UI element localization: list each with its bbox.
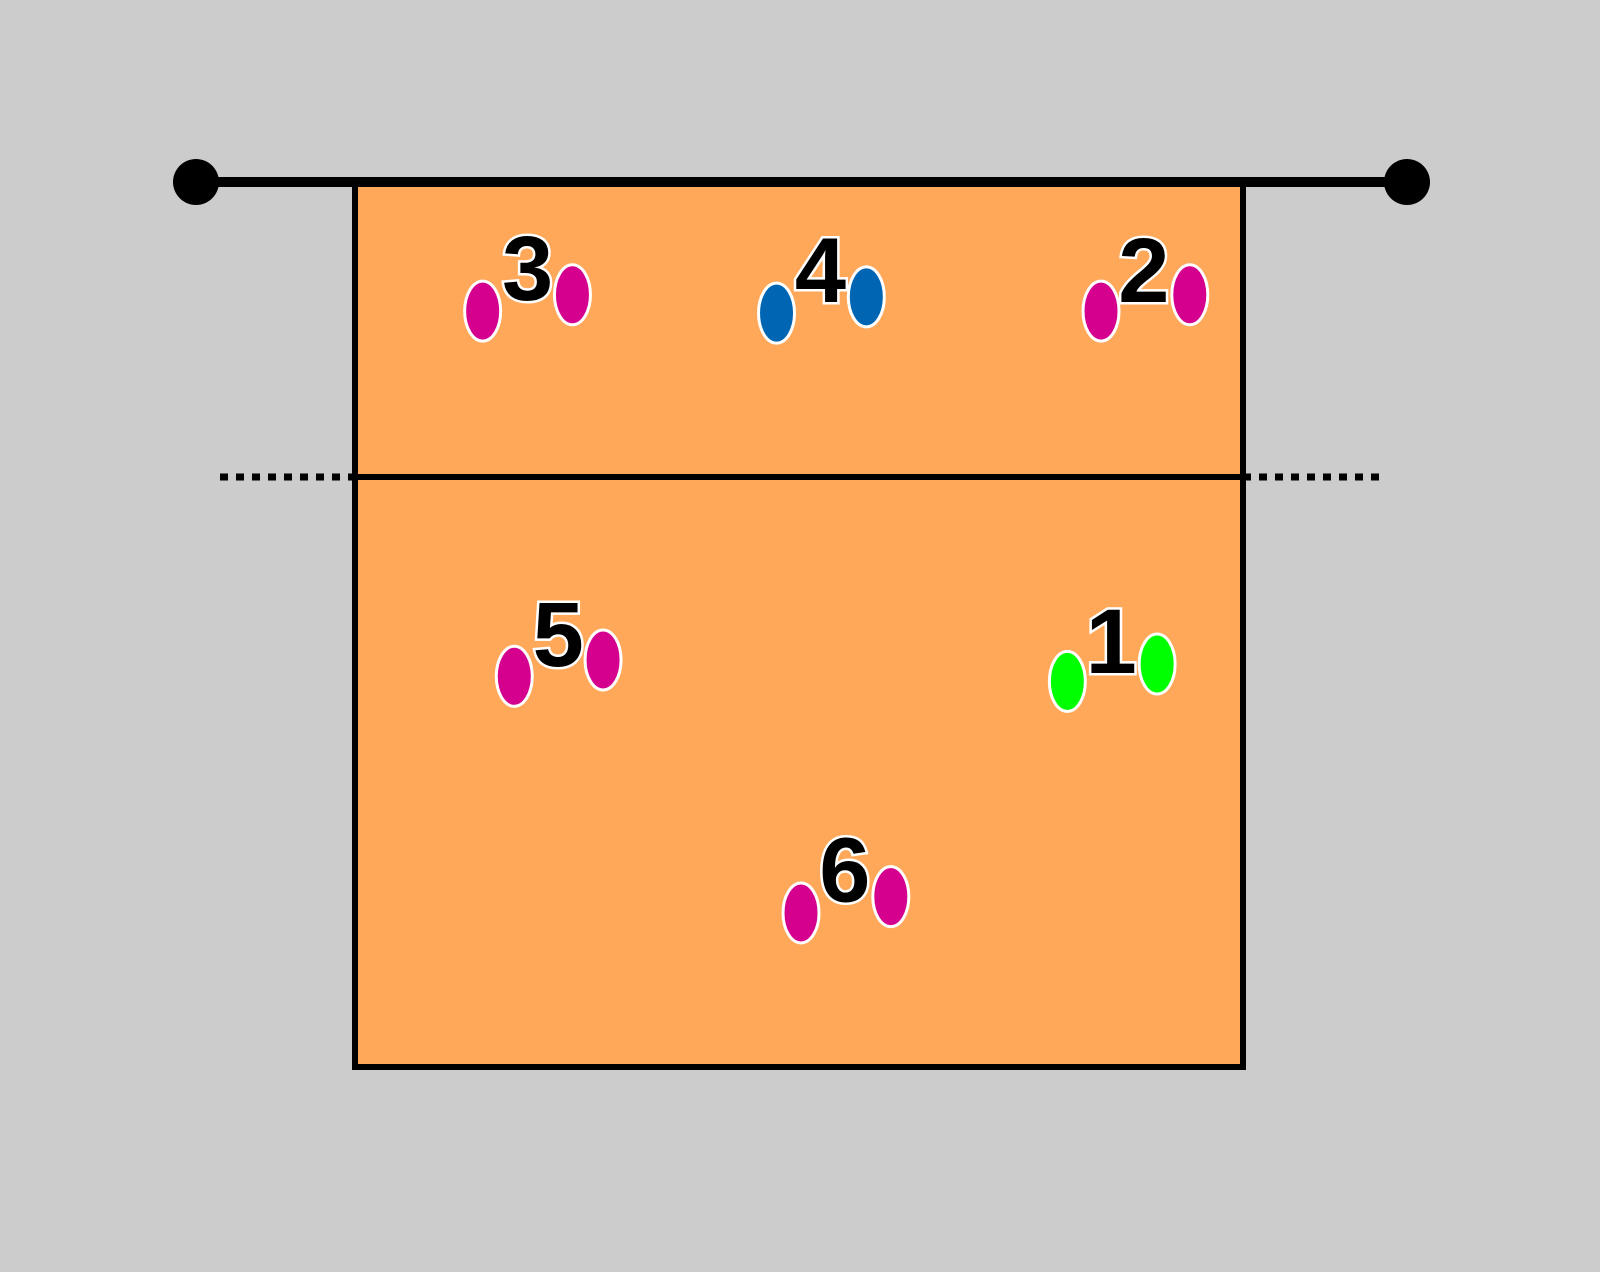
player-4-right-foot-icon: [846, 265, 886, 329]
player-3-left-foot-icon: [463, 279, 503, 343]
player-1-left-foot-icon: [1047, 649, 1087, 713]
player-4: 4: [757, 217, 886, 345]
player-number-label: 3: [502, 218, 553, 320]
net-post-left: [173, 159, 219, 205]
player-5-right-foot-icon: [583, 628, 623, 692]
player-2: 2: [1081, 217, 1210, 343]
player-1-right-foot-icon: [1137, 632, 1177, 696]
player-5: 5: [494, 582, 623, 708]
player-2-right-foot-icon: [1170, 263, 1210, 327]
player-number-label: 2: [1118, 220, 1169, 322]
player-1: 1: [1047, 589, 1177, 713]
players: 3 4 2 5 1 6: [463, 215, 1210, 945]
player-6-right-foot-icon: [871, 865, 911, 929]
player-number-label: 6: [819, 820, 870, 922]
player-3-right-foot-icon: [552, 263, 592, 327]
player-number-label: 5: [533, 584, 584, 686]
player-6: 6: [781, 817, 911, 945]
player-number-label: 1: [1086, 591, 1137, 693]
player-5-left-foot-icon: [494, 644, 534, 708]
net-post-right: [1384, 159, 1430, 205]
player-number-label: 4: [795, 220, 846, 322]
player-6-left-foot-icon: [781, 881, 821, 945]
player-3: 3: [463, 215, 592, 343]
player-4-left-foot-icon: [757, 281, 797, 345]
player-2-left-foot-icon: [1081, 279, 1121, 343]
